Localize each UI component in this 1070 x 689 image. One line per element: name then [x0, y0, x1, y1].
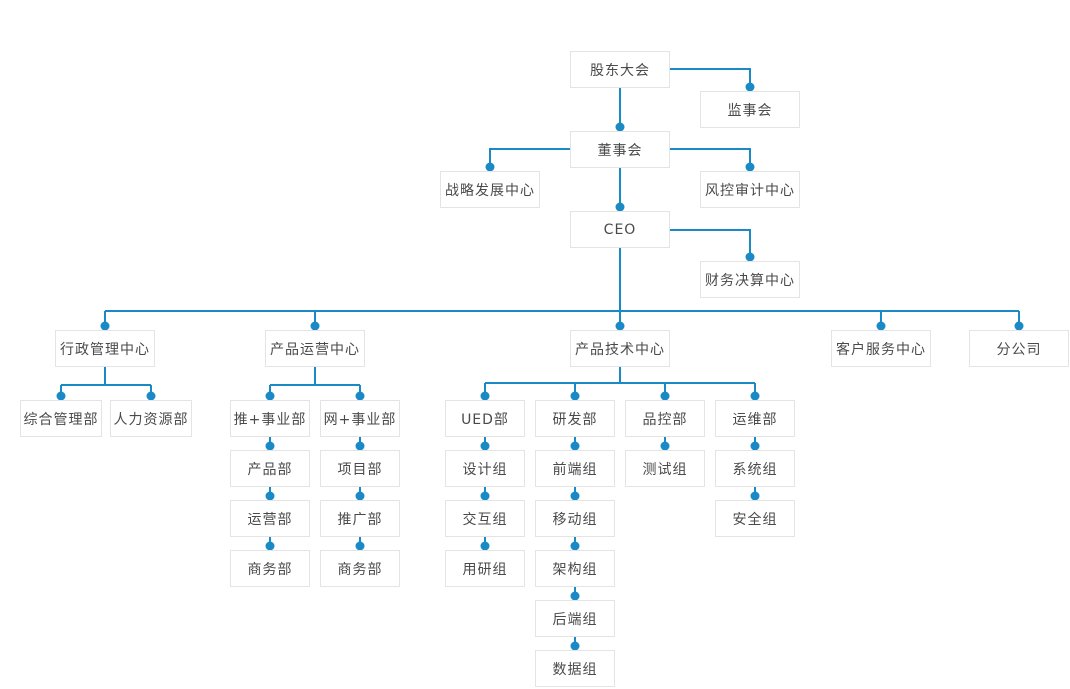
org-node-customer-service-center: 客户服务中心 — [831, 330, 931, 367]
org-node-promotion-dept: 推广部 — [320, 500, 400, 537]
org-node-wang-business-unit: 网+事业部 — [320, 400, 400, 437]
org-node-wang-commerce-dept: 商务部 — [320, 550, 400, 587]
org-node-frontend-group: 前端组 — [535, 450, 615, 487]
org-node-rd-dept: 研发部 — [535, 400, 615, 437]
org-node-qa-dept: 品控部 — [625, 400, 705, 437]
org-node-shareholders-meeting: 股东大会 — [570, 51, 670, 88]
org-node-tui-commerce-dept: 商务部 — [230, 550, 310, 587]
org-node-product-tech-center: 产品技术中心 — [570, 330, 670, 367]
connector-dots — [56, 82, 1024, 651]
org-node-strategy-dev-center: 战略发展中心 — [440, 171, 540, 208]
org-node-ceo: CEO — [570, 211, 670, 248]
org-node-user-research-group: 用研组 — [445, 550, 525, 587]
org-node-project-dept: 项目部 — [320, 450, 400, 487]
org-node-architecture-group: 架构组 — [535, 550, 615, 587]
org-node-backend-group: 后端组 — [535, 600, 615, 637]
org-node-general-mgmt-dept: 综合管理部 — [20, 400, 102, 437]
org-node-ued-dept: UED部 — [445, 400, 525, 437]
org-node-branch-company: 分公司 — [969, 330, 1069, 367]
org-node-hr-dept: 人力资源部 — [110, 400, 192, 437]
org-node-security-group: 安全组 — [715, 500, 795, 537]
org-node-test-group: 测试组 — [625, 450, 705, 487]
org-node-operations-dept: 运营部 — [230, 500, 310, 537]
org-node-data-group: 数据组 — [535, 650, 615, 687]
org-node-mobile-group: 移动组 — [535, 500, 615, 537]
org-node-product-dept: 产品部 — [230, 450, 310, 487]
org-node-supervisory-board: 监事会 — [700, 91, 800, 128]
org-node-board-of-directors: 董事会 — [570, 131, 670, 168]
org-node-admin-center: 行政管理中心 — [55, 330, 155, 367]
org-node-design-group: 设计组 — [445, 450, 525, 487]
org-node-ops-dept: 运维部 — [715, 400, 795, 437]
org-node-system-group: 系统组 — [715, 450, 795, 487]
org-node-product-ops-center: 产品运营中心 — [265, 330, 365, 367]
org-node-interaction-group: 交互组 — [445, 500, 525, 537]
org-node-finance-settlement-center: 财务决算中心 — [700, 261, 800, 298]
org-node-tui-business-unit: 推+事业部 — [230, 400, 310, 437]
org-node-risk-audit-center: 风控审计中心 — [700, 171, 800, 208]
